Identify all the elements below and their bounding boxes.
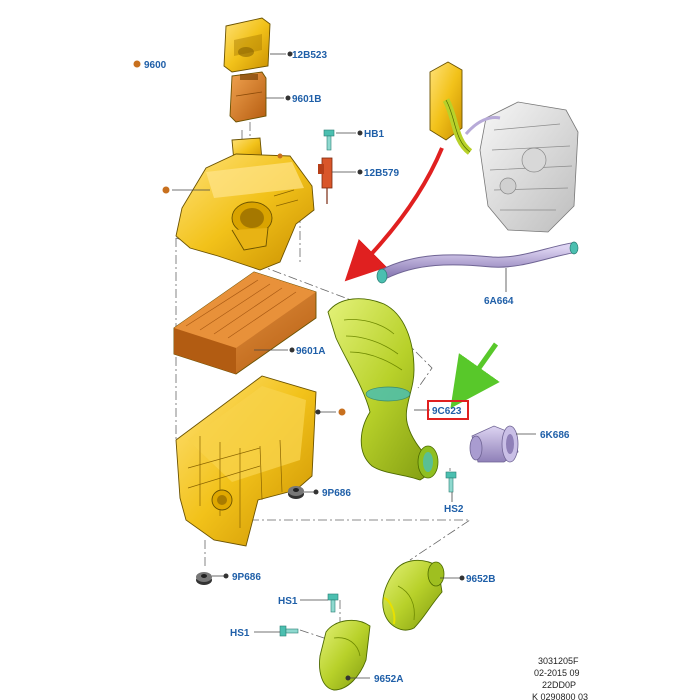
label-12B523: 12B523 (292, 50, 327, 61)
part-9C623-air-duct (327, 298, 439, 481)
part-HB1-bolt (323, 129, 335, 151)
label-6K686: 6K686 (540, 430, 570, 441)
label-9652A: 9652A (374, 674, 403, 685)
part-HS2-bolt (445, 471, 457, 493)
part-HS1-bolt-upper (327, 593, 339, 613)
air-cleaner-lower-housing (175, 375, 317, 547)
green-callout-arrow (450, 342, 500, 409)
part-6A664-pipe (376, 241, 579, 284)
label-HS1-upper: HS1 (278, 596, 298, 607)
air-cleaner-cover (175, 137, 315, 271)
part-9601A-filter (173, 271, 317, 375)
label-12B579: 12B579 (364, 168, 399, 179)
red-callout-arrow (344, 147, 444, 282)
part-9P686-grommet-lower (196, 572, 212, 585)
footer-ref-line3: 22DD0P (542, 680, 576, 690)
footer-ref-line4: K 0290800 03 (532, 692, 588, 700)
label-9601B: 9601B (292, 94, 321, 105)
label-6A664: 6A664 (484, 296, 514, 307)
part-12B523-cover (223, 17, 271, 73)
part-9652A-inlet (319, 619, 371, 691)
label-9P686-upper: 9P686 (322, 488, 351, 499)
label-HS1-lower: HS1 (230, 628, 250, 639)
footer-ref-line2: 02-2015 09 (534, 668, 580, 678)
part-9652B-resonator (382, 559, 445, 631)
part-12B579-sensor (318, 157, 333, 204)
label-HB1: HB1 (364, 129, 384, 140)
part-6K686-adapter (469, 425, 519, 463)
label-9601A: 9601A (296, 346, 325, 357)
part-9601B-element (229, 71, 267, 123)
engine-overview (429, 61, 579, 233)
label-9600: 9600 (144, 60, 167, 71)
label-HS2: HS2 (444, 504, 464, 515)
highlight-box-9C623 (427, 400, 469, 420)
leader-dots (133, 51, 465, 681)
label-9C623: 9C623 (432, 406, 462, 417)
part-9P686-grommet-upper (288, 486, 304, 499)
label-9652B: 9652B (466, 574, 495, 585)
leader-lines (172, 53, 536, 679)
part-HS1-bolt-lower (279, 625, 299, 637)
label-9P686-lower: 9P686 (232, 572, 261, 583)
footer-ref-line1: 3031205F (538, 656, 579, 666)
